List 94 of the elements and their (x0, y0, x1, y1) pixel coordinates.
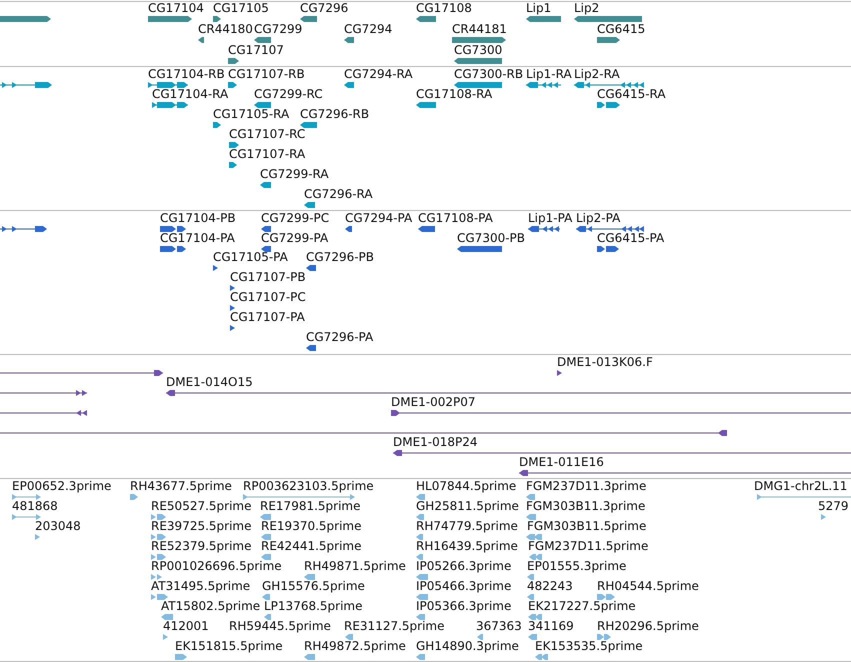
est-label: LP13768.5prime (264, 599, 363, 613)
est-label: RE42441.5prime (261, 539, 362, 553)
protein-label: CG17104-PB (160, 211, 236, 225)
protein-label: CG17107-PA (230, 310, 305, 324)
est-label: GH15576.5prime (262, 579, 365, 593)
est-label: EP00652.3prime (12, 479, 112, 493)
transcript-label: CG7299-RC (254, 87, 323, 101)
gene-label: CG17105 (213, 1, 269, 15)
gene-label: CG6415 (597, 22, 646, 36)
est-label: GH25811.5prime (416, 499, 519, 513)
est-label: FGM237D11.5prime (528, 539, 648, 553)
gene-label: CG7299 (254, 22, 302, 36)
est-label: 412001 (163, 619, 209, 633)
est-label: EK151815.5prime (175, 639, 283, 653)
gene-label: CG17107 (228, 43, 284, 57)
protein-label: CG7294-PA (345, 211, 412, 225)
est-label: 482243 (527, 579, 573, 593)
est-label: IP05266.3prime (416, 559, 512, 573)
protein-label: CG7300-PB (457, 231, 526, 245)
transcript-label: CG7294-RA (344, 67, 413, 81)
est-label: RH16439.5prime (416, 539, 518, 553)
est-label: RE31127.5prime (344, 619, 444, 633)
transcript-label: CG17104-RB (148, 67, 225, 81)
protein-label: CG7296-PA (306, 330, 374, 344)
protein-label: CG17105-PA (213, 250, 288, 264)
gene-label: Lip1 (526, 1, 552, 15)
est-label: AT31495.5prime (151, 579, 250, 593)
est-label: RP001026696.5prime (151, 559, 282, 573)
est-label: FGM303B11.5prime (527, 519, 646, 533)
transcript-label: CG17107-RA (229, 147, 306, 161)
est-label: FGM303B11.3prime (526, 499, 646, 513)
protein-label: CG6415-PA (597, 231, 664, 245)
gene-label: CG17108 (416, 1, 472, 15)
transcript-label: CG7296-RA (304, 187, 373, 201)
transcript-label: CG6415-RA (597, 87, 666, 101)
clone-label: DME1-011E16 (519, 455, 604, 469)
transcript-label: CG7296-RB (300, 107, 370, 121)
transcript-label: CG17107-RC (229, 127, 306, 141)
clone-label: DME1-014O15 (166, 375, 253, 389)
gene-label: CG7296 (300, 1, 348, 15)
est-label: RH20296.5prime (597, 619, 699, 633)
gene-label: CR44180 (198, 22, 253, 36)
est-label: RH49871.5prime (304, 559, 406, 573)
clone-label: DME1-018P24 (393, 435, 478, 449)
est-label: 5279 (818, 499, 849, 513)
est-label: EK153535.5prime (535, 639, 643, 653)
est-label: RE52379.5prime (151, 539, 252, 553)
est-label: HL07844.5prime (416, 479, 516, 493)
transcript-label: CG17108-RA (416, 87, 492, 101)
est-label: EP01555.3prime (527, 559, 626, 573)
protein-label: CG7299-PA (261, 231, 328, 245)
protein-label: CG7299-PC (261, 211, 330, 225)
est-label: 367363 (476, 619, 522, 633)
est-label: 481868 (12, 499, 58, 513)
est-label: IP05466.3prime (416, 579, 512, 593)
est-label: FGM237D11.3prime (526, 479, 646, 493)
gene-label: CG7294 (344, 22, 392, 36)
gene-label: Lip2 (574, 1, 600, 15)
protein-label: CG17107-PC (230, 290, 306, 304)
est-label: DMG1-chr2L.11 (754, 479, 848, 493)
protein-label: CG7296-PB (306, 250, 374, 264)
est-label: 341169 (528, 619, 574, 633)
protein-label: Lip1-PA (528, 211, 572, 225)
protein-label: CG17107-PB (230, 270, 306, 284)
clone-label: DME1-013K06.F (557, 355, 653, 369)
transcript-label: CG17107-RB (228, 67, 305, 81)
est-label: AT15802.5prime (161, 599, 260, 613)
protein-label: Lip2-PA (576, 211, 620, 225)
protein-label: CG17108-PA (418, 211, 493, 225)
est-label: RE19370.5prime (261, 519, 362, 533)
clone-label: DME1-002P07 (391, 395, 476, 409)
est-label: EK217227.5prime (528, 599, 636, 613)
transcript-label: Lip2-RA (574, 67, 620, 81)
est-label: RH49872.5prime (304, 639, 406, 653)
est-label: RH04544.5prime (597, 579, 699, 593)
gene-label: CG7300 (454, 43, 502, 57)
est-label: RH74779.5prime (416, 519, 518, 533)
est-label: RE17981.5prime (260, 499, 360, 513)
est-label: RH43677.5prime (130, 479, 232, 493)
transcript-label: CG7299-RA (260, 167, 329, 181)
est-label: RE39725.5prime (151, 519, 252, 533)
transcript-label: CG17105-RA (213, 107, 290, 121)
gene-label: CR44181 (452, 22, 507, 36)
gene-label: CG17104 (148, 1, 204, 15)
est-label: 203048 (35, 519, 81, 533)
est-label: GH14890.3prime (416, 639, 519, 653)
est-label: RE50527.5prime (151, 499, 252, 513)
protein-label: CG17104-PA (160, 231, 235, 245)
transcript-label: CG17104-RA (152, 87, 228, 101)
transcript-label: Lip1-RA (526, 67, 572, 81)
est-label: RH59445.5prime (229, 619, 331, 633)
est-label: IP05366.3prime (416, 599, 512, 613)
est-label: RP003623103.5prime (243, 479, 374, 493)
transcript-label: CG7300-RB (454, 67, 524, 81)
